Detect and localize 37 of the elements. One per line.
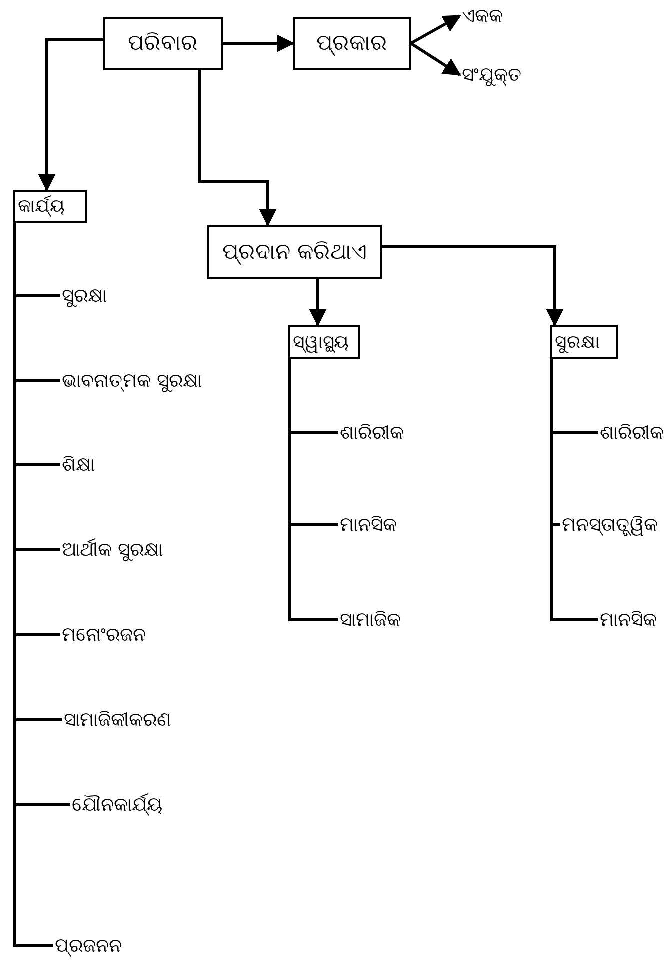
connector-line xyxy=(550,359,598,622)
category-box xyxy=(13,190,87,223)
branch-label: ଆର୍ଥୀକ ସୁରକ୍ଷା xyxy=(62,539,164,561)
arrow xyxy=(382,246,564,327)
branch-label: ମାନସିକ xyxy=(600,609,657,631)
box-label: ପ୍ରକାର xyxy=(316,31,388,56)
branch-label: ମାନସିକ xyxy=(340,514,397,536)
branch-label: ଶାରିରୀକ xyxy=(600,422,664,444)
arrow xyxy=(410,14,462,45)
category-box xyxy=(293,17,411,70)
arrow xyxy=(38,38,103,192)
category-box xyxy=(207,225,382,279)
connector-line xyxy=(288,359,338,622)
branch-label: ସୁରକ୍ଷା xyxy=(62,285,107,307)
branch-label: ସଂଯୁକ୍ତ xyxy=(462,64,522,86)
branch-label: ଶିକ୍ଷା xyxy=(62,454,95,476)
box-label: ପ୍ରଦାନ କରିଥାଏ xyxy=(222,240,366,264)
category-box xyxy=(288,325,360,359)
arrow xyxy=(223,34,295,52)
category-box xyxy=(103,17,223,70)
box-label: ସ୍ୱାସ୍ଥ୍ୟ xyxy=(293,332,349,352)
arrow xyxy=(309,279,327,327)
category-box xyxy=(550,325,618,359)
branch-label: ମନୋଂରଜନ xyxy=(62,624,146,646)
arrow xyxy=(410,42,462,76)
branch-label: ମନସ୍ତାତ୍ତ୍ୱିକ xyxy=(562,514,658,536)
branch-label: ଯୌନକାର୍ଯ୍ୟ xyxy=(72,794,163,816)
box-label: କାର୍ଯ୍ୟ xyxy=(18,196,65,217)
branch-label: ଏକକ xyxy=(462,5,503,27)
branch-label: ଭାବନାତ୍ମକ ସୁରକ୍ଷା xyxy=(62,370,202,392)
branch-label: ଶାରିରୀକ xyxy=(340,422,404,444)
box-label: ସୁରକ୍ଷା xyxy=(555,332,600,352)
branch-label: ସାମାଜିକୀକରଣ xyxy=(64,709,171,731)
box-label: ପରିବାର xyxy=(128,31,198,56)
branch-label: ସାମାଜିକ xyxy=(340,609,401,631)
arrow xyxy=(198,70,277,227)
branch-label: ପ୍ରଜନନ xyxy=(55,935,122,957)
